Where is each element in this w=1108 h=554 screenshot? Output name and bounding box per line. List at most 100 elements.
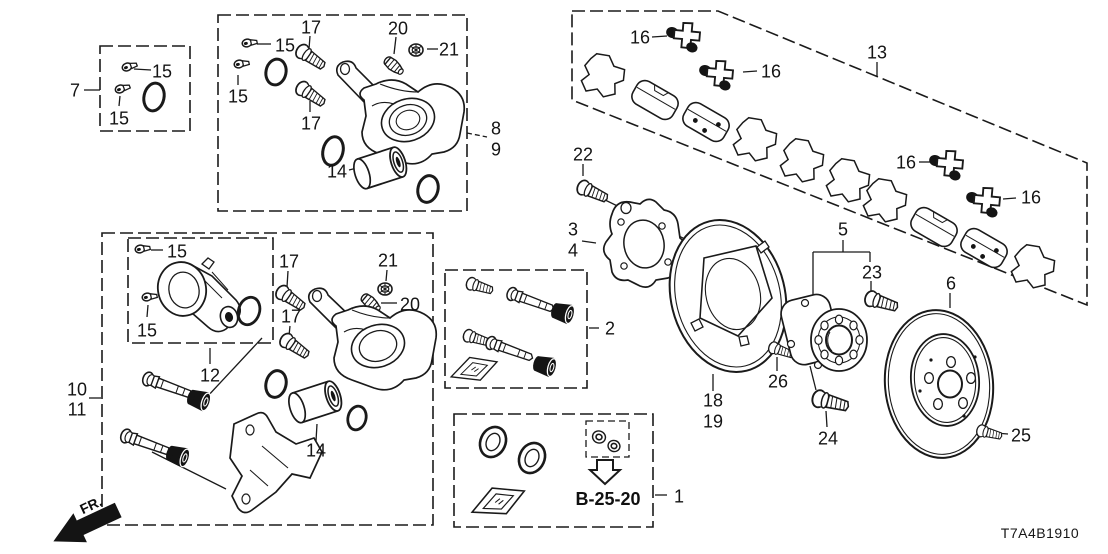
callout-15: 15 bbox=[275, 36, 295, 56]
cap-nut bbox=[377, 282, 393, 296]
pad-retainer-clip bbox=[924, 143, 969, 183]
hub-bolt-24 bbox=[809, 387, 852, 416]
fr-direction-indicator: FR. bbox=[53, 493, 122, 543]
callout-9: 9 bbox=[491, 140, 501, 160]
callout-15: 15 bbox=[109, 109, 129, 129]
hub-bolt-23 bbox=[862, 288, 901, 316]
pad-shim bbox=[772, 132, 831, 190]
pad-retainer-clip bbox=[694, 53, 739, 93]
group-box-1-seal-kit bbox=[453, 413, 654, 528]
group-box-2-pin-kit bbox=[444, 269, 588, 389]
pin-boot bbox=[163, 441, 193, 470]
piston-boot bbox=[346, 404, 368, 432]
brake-pad bbox=[956, 224, 1012, 272]
callout-15: 15 bbox=[167, 242, 187, 262]
grease-packet bbox=[468, 482, 528, 520]
group-box-10-11 bbox=[101, 232, 434, 526]
caliper-piston bbox=[284, 378, 346, 426]
callout-26: 26 bbox=[768, 372, 788, 392]
callout-16: 16 bbox=[896, 153, 916, 173]
group-box-7 bbox=[99, 45, 191, 132]
pad-shim bbox=[725, 111, 784, 169]
callout-13: 13 bbox=[867, 43, 887, 63]
piston-seal bbox=[321, 135, 345, 167]
callout-16: 16 bbox=[1021, 188, 1041, 208]
bleeder-kit-box7 bbox=[113, 59, 166, 113]
group-boxes bbox=[99, 10, 1088, 528]
group-box-8-9 bbox=[217, 14, 468, 212]
cap-nut bbox=[408, 43, 424, 57]
ref-code-label: B-25-20 bbox=[575, 489, 640, 509]
rotor-screw-25 bbox=[974, 423, 1004, 443]
piston-seal bbox=[473, 421, 513, 463]
o-ring bbox=[142, 81, 166, 113]
callout-23: 23 bbox=[862, 263, 882, 283]
brake-rotor bbox=[883, 309, 995, 459]
callout-7: 7 bbox=[70, 81, 80, 101]
callout-8: 8 bbox=[491, 119, 501, 139]
callout-4: 4 bbox=[568, 241, 578, 261]
callout-22: 22 bbox=[573, 145, 593, 165]
callout-15: 15 bbox=[228, 87, 248, 107]
callout-17: 17 bbox=[279, 252, 299, 272]
callout-10: 10 bbox=[67, 380, 87, 400]
piston-boot bbox=[416, 174, 440, 204]
caliper-bracket-art bbox=[229, 411, 323, 514]
brake-pad bbox=[678, 98, 734, 146]
brake-pad bbox=[627, 76, 683, 124]
epb-actuator-motor bbox=[156, 257, 242, 333]
o-ring bbox=[236, 295, 262, 327]
knuckle-bracket bbox=[602, 198, 687, 288]
callout-6: 6 bbox=[946, 274, 956, 294]
pad-shim bbox=[1003, 238, 1062, 296]
callout-17: 17 bbox=[281, 307, 301, 327]
caliper-piston bbox=[349, 144, 411, 192]
callout-15: 15 bbox=[152, 62, 172, 82]
hub-bearing-unit bbox=[780, 293, 868, 372]
piston-seal bbox=[264, 369, 288, 399]
caliper-body-art bbox=[336, 60, 466, 165]
caliper-bolt bbox=[292, 41, 330, 74]
diagram-code-label: T7A4B1910 bbox=[1001, 525, 1079, 541]
callout-18: 18 bbox=[703, 391, 723, 411]
callout-labels: 7151517151517202114891316161616223421210… bbox=[67, 18, 1041, 507]
callout-21: 21 bbox=[439, 40, 459, 60]
seal-kit bbox=[468, 421, 623, 520]
splash-guard bbox=[668, 219, 788, 373]
pad-retainer-clip bbox=[661, 15, 706, 55]
flange-bolt-22 bbox=[574, 177, 612, 207]
guide-pin bbox=[140, 369, 195, 403]
piston-boot bbox=[512, 437, 552, 479]
caliper-assembly-upper bbox=[232, 36, 466, 204]
caliper-assembly-lower bbox=[118, 242, 438, 514]
callout-24: 24 bbox=[818, 429, 838, 449]
callout-21: 21 bbox=[378, 251, 398, 271]
callout-16: 16 bbox=[761, 62, 781, 82]
callout-5: 5 bbox=[838, 220, 848, 240]
pad-retainer-clip bbox=[961, 180, 1006, 220]
callout-3: 3 bbox=[568, 220, 578, 240]
callout-20: 20 bbox=[400, 295, 420, 315]
callout-2: 2 bbox=[605, 319, 615, 339]
group-box-1-inner bbox=[585, 420, 630, 458]
pad-shim bbox=[818, 152, 877, 210]
callout-19: 19 bbox=[703, 412, 723, 432]
callout-12: 12 bbox=[200, 366, 220, 386]
pad-shim bbox=[573, 47, 632, 105]
caliper-bolt bbox=[276, 330, 314, 363]
bleeder-screw bbox=[113, 81, 132, 95]
pin-kit bbox=[449, 275, 578, 383]
guide-pin bbox=[118, 426, 173, 460]
callout-15: 15 bbox=[137, 321, 157, 341]
fr-arrow-icon bbox=[53, 502, 122, 543]
group-box-12 bbox=[127, 237, 274, 344]
caliper-body-art bbox=[308, 287, 438, 391]
pin-plug bbox=[381, 54, 407, 78]
grease-packet bbox=[449, 354, 499, 383]
callout-17: 17 bbox=[301, 114, 321, 134]
callout-20: 20 bbox=[388, 19, 408, 39]
callout-11: 11 bbox=[68, 400, 87, 420]
callout-14: 14 bbox=[306, 441, 326, 461]
down-arrow-icon bbox=[587, 459, 623, 486]
